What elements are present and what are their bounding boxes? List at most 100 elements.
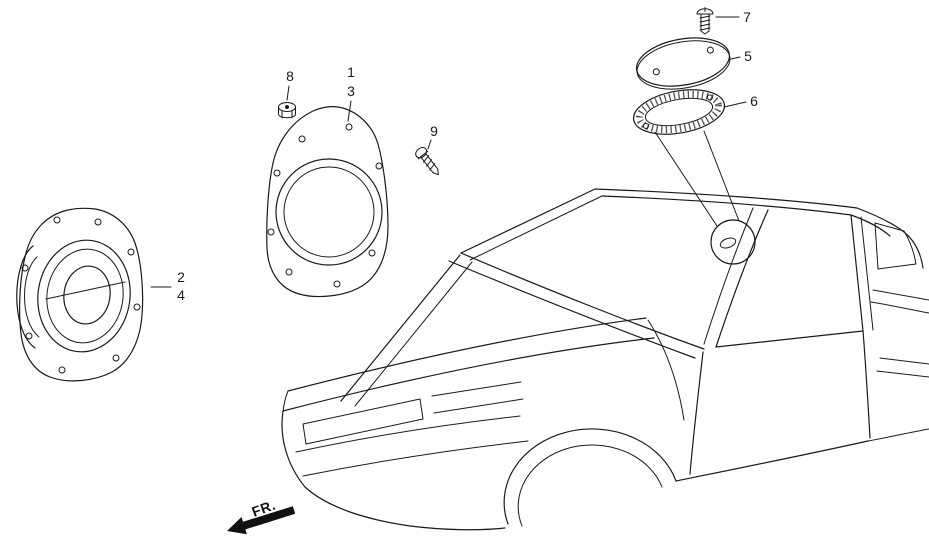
- car-rear-body-crease: [879, 357, 929, 365]
- callout-label-9: 9: [430, 123, 438, 139]
- car-rear-body-crease-lower: [876, 370, 929, 378]
- car-beltline: [872, 289, 929, 301]
- callout-leader-6: [723, 101, 747, 108]
- car-beltline-lower: [870, 301, 929, 314]
- location-hole-oval: [719, 237, 737, 249]
- screw-thread: [699, 15, 711, 31]
- speaker-rim-outer: [37, 239, 131, 353]
- callout-leader-8: [286, 85, 290, 101]
- car-grille-line: [431, 381, 522, 397]
- fr-arrow-shape: [227, 506, 296, 535]
- car-hood-rear-edge: [448, 260, 696, 359]
- gasket-hatch-texture: [636, 90, 722, 134]
- callout-label-6: 6: [750, 93, 758, 109]
- car-door-front-seam: [689, 351, 704, 475]
- callout-label-1: 1: [347, 64, 355, 80]
- callout-label-7: 7: [743, 9, 751, 25]
- callout-label-8: 8: [286, 68, 294, 84]
- location-leader-line: [654, 131, 718, 227]
- speaker-cone: [63, 265, 111, 325]
- car-hood-front-edge: [287, 317, 647, 392]
- gasket-outer-edge: [632, 89, 726, 135]
- bracket-illustration: [266, 106, 389, 298]
- cover-plate-rim: [636, 40, 731, 90]
- speaker-bolt-hole: [25, 332, 33, 340]
- callout-leader-5: [730, 56, 741, 60]
- gasket-inner-edge: [644, 97, 714, 127]
- car-far-a-pillar-inner: [703, 207, 754, 345]
- car-bumper-strip-lower: [302, 440, 529, 477]
- screw-head-base: [417, 150, 429, 160]
- car-front-face-outline: [281, 410, 506, 531]
- bracket-bolt-hole: [375, 162, 383, 170]
- speaker-illustration: [16, 207, 144, 382]
- bracket-bolt-hole: [273, 169, 281, 177]
- car-b-pillar-inner: [860, 216, 874, 331]
- callout-leader-1-3: [347, 100, 352, 122]
- gasket-hole: [706, 94, 713, 101]
- speaker-bolt-hole: [94, 218, 102, 226]
- gasket-hole: [642, 122, 649, 129]
- car-rear-rocker: [867, 428, 929, 442]
- speaker-bolt-hole: [133, 303, 141, 311]
- fr-direction-arrow: FR.: [227, 497, 296, 535]
- callout-label-2: 2: [177, 269, 185, 285]
- callout-label-5: 5: [744, 48, 752, 64]
- nut-bottom: [278, 113, 296, 119]
- callout-label-3: 3: [347, 83, 355, 99]
- car-near-a-pillar-inner: [469, 195, 603, 261]
- screw-thread: [423, 155, 436, 171]
- bracket-bolt-hole: [368, 249, 376, 257]
- speaker-bolt-hole: [127, 248, 135, 256]
- car-door-rear-seam: [862, 330, 871, 439]
- fr-arrow-label: FR.: [250, 497, 278, 520]
- callout-leader-9: [427, 139, 432, 150]
- gasket-illustration: [632, 89, 726, 135]
- car-grille-line-lower: [433, 398, 524, 414]
- speaker-cone-chord: [45, 281, 126, 300]
- car-wheel-arch-inner: [517, 444, 663, 527]
- screw-head: [415, 147, 428, 159]
- car-far-a-pillar-outer: [715, 209, 769, 348]
- car-cowl-line: [460, 252, 705, 350]
- bracket-opening-outer: [275, 158, 383, 266]
- car-window-sill: [715, 330, 864, 348]
- cover-plate-illustration: [635, 37, 731, 90]
- car-body-illustration: [281, 188, 929, 531]
- car-bumper-top-edge: [282, 337, 655, 412]
- car-wheel-arch-outer: [503, 428, 677, 525]
- screw-head-dome: [696, 8, 714, 15]
- location-circle: [710, 219, 756, 265]
- bracket-bolt-hole: [333, 280, 341, 288]
- car-bumper-strip: [295, 415, 521, 453]
- bracket-plate-outline: [266, 106, 389, 298]
- screw-7-illustration: [696, 7, 714, 35]
- bracket-bolt-hole: [285, 268, 293, 276]
- callout-label-4: 4: [177, 287, 185, 303]
- car-b-pillar: [850, 214, 864, 332]
- cover-plate-hole: [652, 68, 660, 76]
- car-roof-line: [594, 188, 924, 269]
- speaker-bolt-hole: [53, 216, 61, 224]
- car-hood-crease-inner: [354, 261, 473, 407]
- screw-9-illustration: [415, 147, 439, 176]
- car-drip-rail: [601, 195, 891, 237]
- bracket-bolt-hole: [298, 135, 306, 143]
- speaker-flange-outline: [19, 207, 144, 382]
- speaker-location-marker: [654, 130, 756, 265]
- car-quarter-window: [874, 222, 917, 270]
- speaker-basket-side-inner: [24, 256, 40, 338]
- car-near-a-pillar: [460, 188, 596, 254]
- speaker-rim-inner: [46, 248, 124, 344]
- bracket-bolt-hole: [345, 123, 353, 131]
- car-rocker-panel: [675, 440, 869, 482]
- callout-labels: 1 3 8 9 2 4 7 5 6: [150, 9, 758, 303]
- location-leader-line: [703, 130, 740, 222]
- nut-illustration: [278, 102, 296, 119]
- speaker-bolt-hole: [58, 366, 66, 374]
- screw-tip: [700, 30, 710, 35]
- car-hood-crease: [340, 254, 461, 402]
- car-hood-corner: [282, 390, 289, 412]
